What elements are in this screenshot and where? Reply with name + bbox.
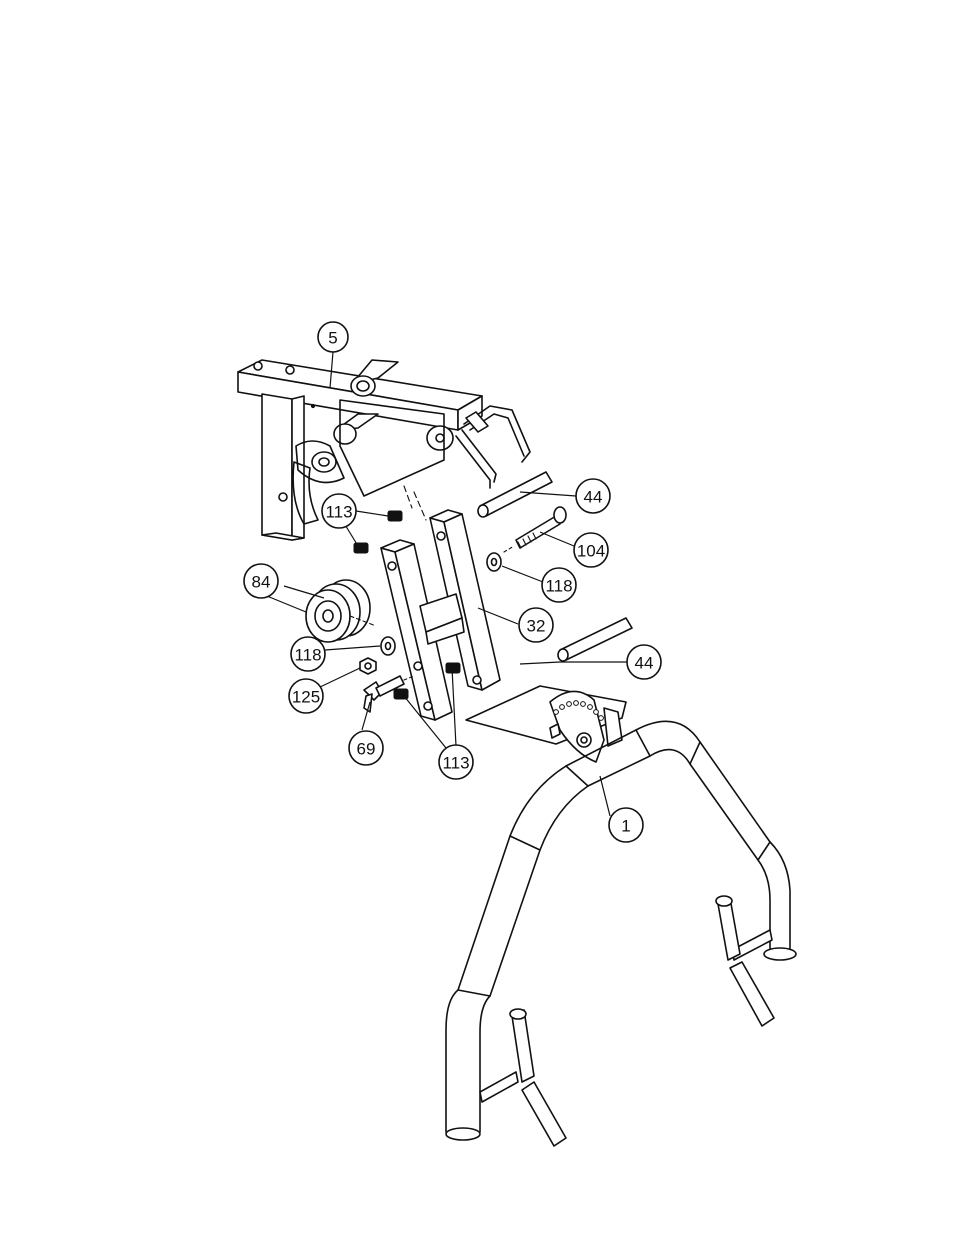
callout-84: 84 (244, 564, 278, 598)
callout-113-upper: 113 (322, 494, 356, 528)
callout-118-left: 118 (291, 637, 325, 671)
callout-104-label: 104 (577, 542, 605, 561)
part-118-washer-left (381, 637, 395, 655)
callout-118-right-label: 118 (545, 577, 572, 596)
callout-5: 5 (318, 322, 348, 352)
callout-44-upper-label: 44 (584, 488, 603, 507)
callout-113-upper-label: 113 (325, 503, 352, 522)
callout-69: 69 (349, 731, 383, 765)
callout-32-label: 32 (527, 617, 546, 636)
callout-5-label: 5 (328, 329, 337, 348)
callout-113-lower: 113 (439, 745, 473, 779)
callout-113-lower-label: 113 (442, 754, 469, 773)
part-1-base-frame (446, 721, 796, 1146)
callout-104: 104 (574, 533, 608, 567)
callout-32: 32 (519, 608, 553, 642)
callout-125-label: 125 (292, 688, 320, 707)
callout-1: 1 (609, 808, 643, 842)
callout-84-label: 84 (252, 573, 271, 592)
callout-69-label: 69 (357, 740, 376, 759)
callout-118-left-label: 118 (294, 646, 321, 665)
part-125-nut (360, 658, 376, 674)
callout-44-lower-label: 44 (635, 654, 654, 673)
callout-44-lower: 44 (627, 645, 661, 679)
callout-118-right: 118 (542, 568, 576, 602)
callout-1-label: 1 (621, 817, 630, 836)
part-84-pulley (306, 580, 376, 642)
adjustment-plate (466, 686, 626, 762)
part-104-bolt (504, 507, 566, 552)
part-44-rod-lower (558, 618, 632, 661)
part-118-washer-right (487, 553, 501, 571)
callout-44-upper: 44 (576, 479, 610, 513)
callout-125: 125 (289, 679, 323, 713)
